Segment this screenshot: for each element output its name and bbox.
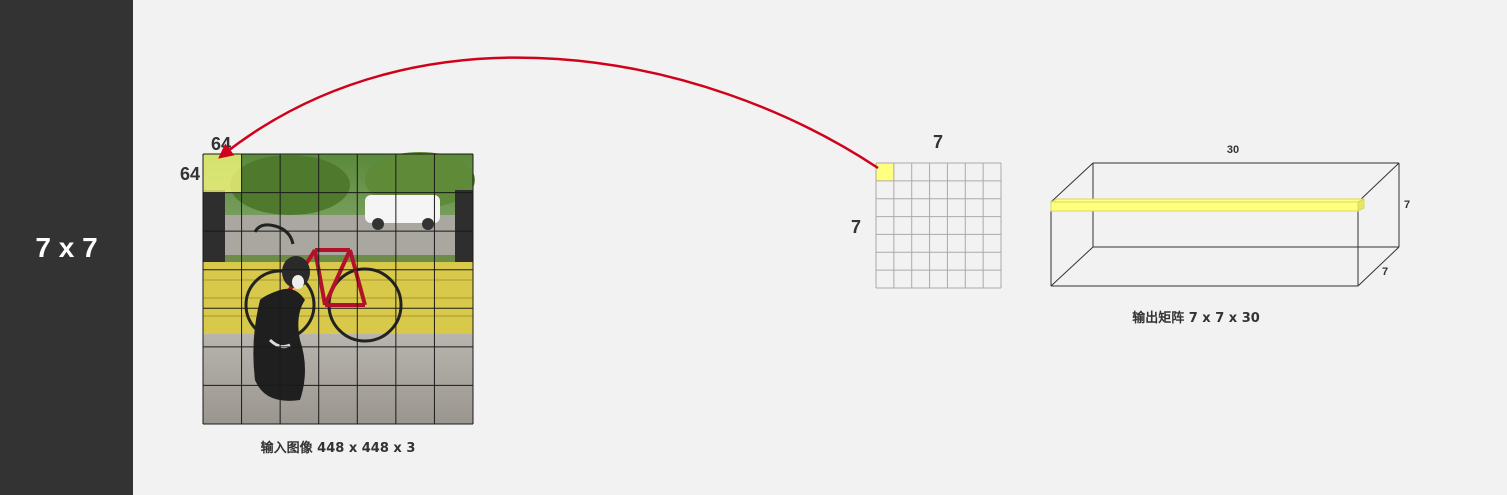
output-highlight-cell (876, 163, 894, 181)
input-highlight-cell (203, 154, 242, 193)
input-photo (203, 152, 475, 424)
input-caption: 输入图像 448 x 448 x 3 (261, 440, 416, 456)
output-grid-top-label: 7 (933, 132, 943, 152)
output-tensor-height-label: 7 (1404, 199, 1410, 211)
output-tensor-box (1050, 162, 1400, 287)
sidebar-title: 7 x 7 (35, 232, 98, 263)
sidebar-panel: 7 x 7 (0, 0, 133, 495)
output-tensor-highlight-vector (1050, 198, 1365, 212)
output-tensor-caption: 输出矩阵 7 x 7 x 30 (1132, 310, 1260, 326)
mapping-arrow (218, 56, 879, 170)
output-tensor-depth-label: 30 (1227, 144, 1239, 156)
input-grid (202, 153, 474, 425)
output-tensor-width-label: 7 (1382, 266, 1388, 278)
input-cell-height-label: 64 (180, 164, 200, 184)
output-grid (875, 162, 1002, 289)
output-grid-side-label: 7 (851, 217, 861, 237)
